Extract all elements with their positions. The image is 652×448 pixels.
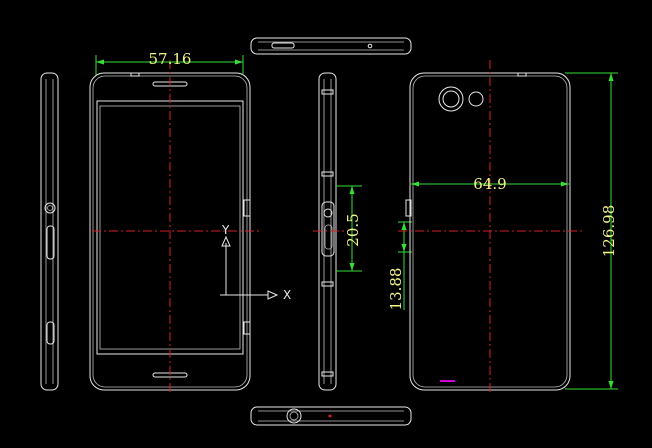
right-side-view <box>313 72 348 391</box>
left-side-outline <box>40 72 59 391</box>
back-width-label: 64.9 <box>473 175 506 193</box>
top-headphone-port <box>271 42 295 49</box>
side-key-dimension: 20.5 <box>336 185 362 272</box>
rear-camera-lens <box>438 86 464 112</box>
right-side-lower-feature <box>321 281 334 287</box>
side-volume-rocker <box>46 225 55 260</box>
rear-flash <box>468 91 484 107</box>
top-view <box>250 37 412 55</box>
front-side-key <box>243 199 251 217</box>
front-side-button <box>243 321 251 335</box>
side-power-button <box>44 202 56 214</box>
back-view <box>398 60 582 395</box>
bottom-center-mark <box>328 414 332 418</box>
left-side-view <box>40 72 59 391</box>
side-key-offset-dimension: 13.88 <box>387 221 412 311</box>
height-dimension: 126.98 <box>565 72 618 390</box>
back-side-key <box>405 199 412 217</box>
right-side-bottom-feature <box>321 371 334 377</box>
right-side-key-button <box>323 208 333 218</box>
bottom-view <box>250 406 412 426</box>
right-side-upper-feature <box>321 171 334 177</box>
bottom-port-ring <box>286 408 302 424</box>
y-axis-label: Y <box>221 223 230 237</box>
side-key-offset-label: 13.88 <box>387 268 405 311</box>
coordinate-axes: Y X <box>220 223 291 302</box>
front-display-active <box>99 105 241 350</box>
back-width-dimension: 64.9 <box>411 175 569 193</box>
side-key-length-label: 20.5 <box>344 213 362 246</box>
front-view <box>89 60 262 395</box>
top-notch <box>130 72 140 77</box>
right-side-top-feature <box>321 89 334 95</box>
top-microphone-hole <box>367 43 373 49</box>
front-width-dimension: 57.16 <box>95 50 244 75</box>
height-label: 126.98 <box>600 205 618 258</box>
right-side-key-cluster <box>321 201 335 257</box>
bottom-view-outline <box>250 406 412 426</box>
back-top-notch <box>517 72 527 77</box>
x-axis-label: X <box>283 288 291 302</box>
side-camera-button <box>46 321 55 345</box>
top-view-outline <box>250 37 412 55</box>
front-width-label: 57.16 <box>149 50 192 68</box>
